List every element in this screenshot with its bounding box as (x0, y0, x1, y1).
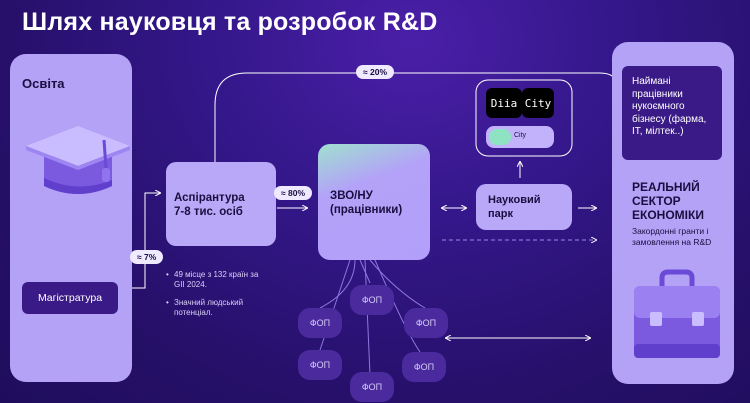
hired-workers-card: Наймані працівники нукоємного бізнесу (ф… (622, 66, 722, 160)
real-sector-subtitle: Закордонні гранти і замовлення на R&D (632, 226, 712, 247)
graduation-cap-icon (26, 126, 130, 194)
masters-card: Магістратура (22, 282, 118, 314)
universities-card: ЗВО/НУ (працівники) (318, 144, 430, 260)
percent-badge-middle: ≈ 80% (274, 186, 313, 200)
phd-bullet-2: • Значний людський потенціал. (166, 298, 244, 317)
diia-badge-label: City (514, 132, 527, 139)
diia-badge-icon (489, 129, 511, 145)
phd-label-line2: 7-8 тис. осіб (174, 206, 243, 218)
fop-node: ФОП (350, 372, 394, 402)
diia-city-frame (475, 79, 573, 157)
city-logo: City (522, 88, 554, 118)
percent-badge-left: ≈ 7% (130, 250, 164, 264)
education-heading: Освіта (22, 76, 65, 91)
fop-node: ФОП (404, 308, 448, 338)
phd-label-line1: Аспірантура (174, 192, 245, 204)
diia-logo: Diia (486, 88, 522, 118)
real-sector-heading: РЕАЛЬНИЙ СЕКТОР ЕКОНОМІКИ (632, 180, 704, 222)
phd-card: Аспірантура 7-8 тис. осіб (166, 162, 276, 246)
zvo-label-line2: (працівники) (330, 204, 403, 216)
fop-node: ФОП (298, 350, 342, 380)
page-title: Шлях науковця та розробок R&D (22, 8, 438, 36)
zvo-label-line1: ЗВО/НУ (330, 190, 373, 202)
education-panel (10, 54, 132, 382)
park-label-line1: Науковий (488, 194, 541, 206)
fop-node: ФОП (298, 308, 342, 338)
hired-workers-text: Наймані працівники нукоємного бізнесу (ф… (632, 76, 707, 137)
diia-city-badge: City (486, 126, 554, 148)
phd-bullet-1: • 49 місце з 132 країн за GII 2024. (166, 270, 259, 289)
percent-badge-top: ≈ 20% (356, 65, 395, 79)
fop-node: ФОП (350, 285, 394, 315)
fop-node: ФОП (402, 352, 446, 382)
briefcase-icon (634, 269, 720, 358)
science-park-card: Науковий парк (476, 184, 572, 230)
park-label-line2: парк (488, 208, 513, 220)
masters-label: Магістратура (37, 292, 103, 304)
